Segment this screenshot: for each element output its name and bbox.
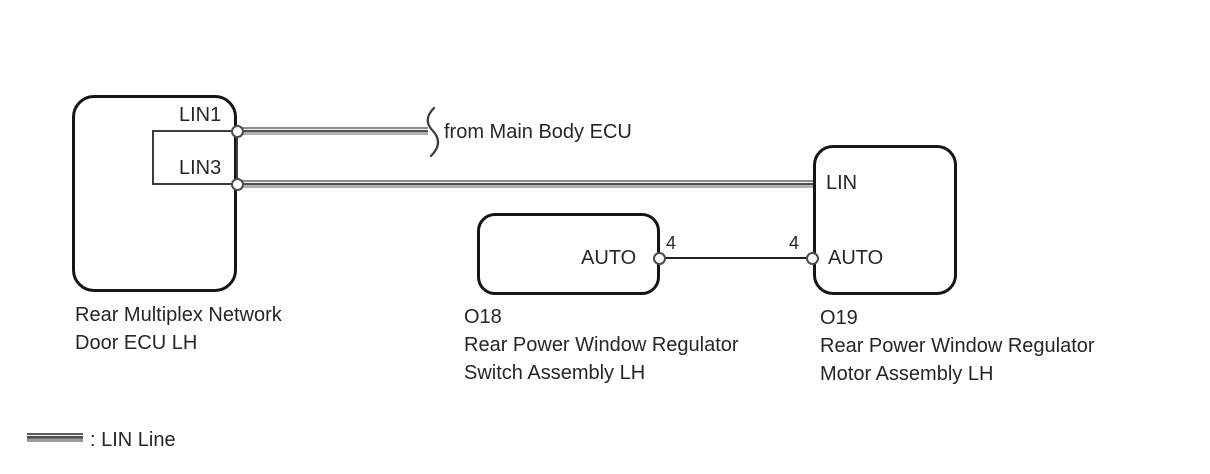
motor-name-line1: Rear Power Window Regulator	[820, 335, 1095, 357]
pin-number-motor-4: 4	[789, 233, 800, 253]
wire-break-squiggle-icon	[426, 106, 440, 158]
lin-wire-lin3	[238, 180, 815, 188]
lin-wire-lin1	[238, 127, 428, 135]
ecu-name-line1: Rear Multiplex Network	[75, 304, 282, 326]
ecu-box	[72, 95, 237, 292]
pin-circle-switch-auto	[653, 252, 666, 265]
switch-name-line2: Switch Assembly LH	[464, 362, 646, 384]
pin-number-switch-4: 4	[666, 233, 677, 253]
pin-circle-motor-auto	[806, 252, 819, 265]
ecu-name-line2: Door ECU LH	[75, 332, 198, 354]
ecu-name-label: Rear Multiplex Network Door ECU LH	[75, 301, 282, 357]
motor-name-label: O19 Rear Power Window Regulator Motor As…	[820, 304, 1095, 388]
switch-code: O18	[464, 306, 502, 328]
pin-circle-lin3	[231, 178, 244, 191]
motor-code: O19	[820, 307, 858, 329]
lin-line-legend-label: : LIN Line	[90, 429, 176, 451]
pin-label-motor-lin: LIN	[826, 172, 858, 194]
pin-circle-lin1	[231, 125, 244, 138]
from-main-body-ecu-label: from Main Body ECU	[444, 121, 632, 143]
switch-box	[477, 213, 660, 295]
pin-label-lin1: LIN1	[179, 104, 222, 126]
ecu-connector-rect	[152, 130, 238, 185]
motor-box	[813, 145, 957, 295]
motor-name-line2: Motor Assembly LH	[820, 363, 994, 385]
pin-label-motor-auto: AUTO	[828, 247, 884, 269]
auto-wire	[660, 257, 813, 259]
switch-name-line1: Rear Power Window Regulator	[464, 334, 739, 356]
pin-label-lin3: LIN3	[179, 157, 222, 179]
switch-name-label: O18 Rear Power Window Regulator Switch A…	[464, 303, 739, 387]
pin-label-switch-auto: AUTO	[581, 247, 637, 269]
lin-line-legend-sample	[27, 433, 83, 442]
